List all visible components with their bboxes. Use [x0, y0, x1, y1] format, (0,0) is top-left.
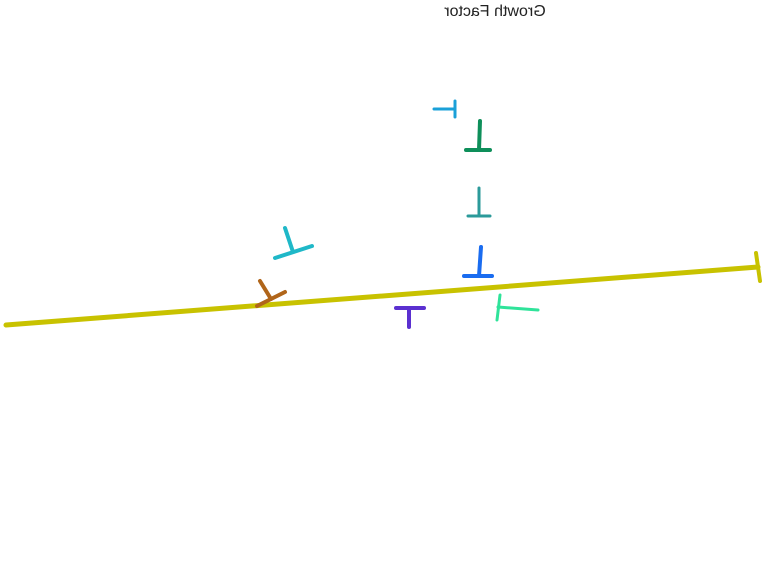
baseline	[3, 251, 762, 328]
t-glyph-green	[464, 119, 492, 152]
t-glyph-mint	[495, 293, 540, 322]
t-glyph-skyblue	[432, 99, 457, 119]
t-glyph-blue	[462, 245, 494, 278]
t-glyph-cyan	[273, 226, 314, 260]
t-glyph-teal	[466, 186, 492, 218]
t-glyph-purple	[394, 306, 426, 329]
t-glyph-brown	[255, 279, 287, 308]
